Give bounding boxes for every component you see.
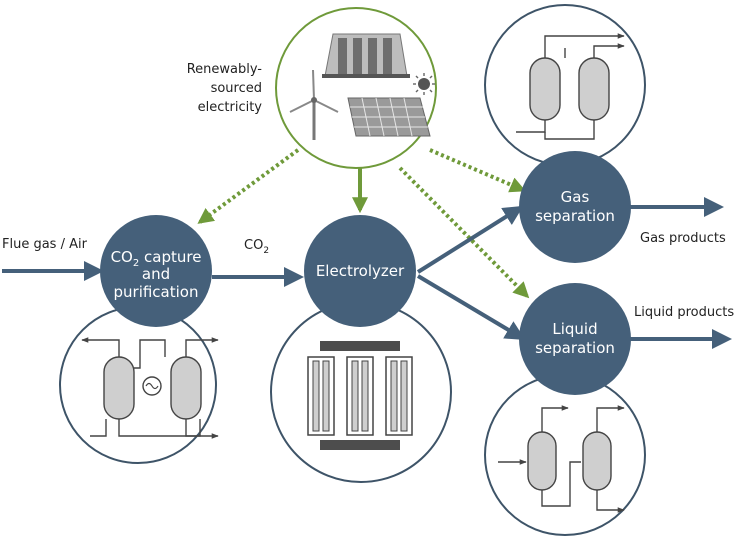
flue-gas-label: Flue gas / Air: [2, 237, 88, 252]
electrolyzer-node: [304, 215, 416, 327]
renewable-supply-arrows: [197, 148, 530, 299]
gas-detail-circle: [484, 4, 646, 166]
heat-exchanger-icon: [142, 376, 162, 396]
renewable-label-line2: sourced: [211, 81, 262, 96]
solar-panel-icon: [347, 97, 431, 137]
co2-capture-node: [100, 215, 212, 327]
gas-products-label: Gas products: [640, 231, 726, 246]
capture-label-line3: purification: [114, 283, 199, 301]
sun-icon: [413, 73, 435, 95]
liquid-separation-label-line1: Liquid: [552, 320, 597, 338]
wind-turbine-icon: [289, 69, 339, 140]
gas-separation-node: [519, 151, 631, 263]
capture-label-line1: CO2 capture: [111, 248, 202, 269]
electrolyzer-stack-icon: [307, 341, 413, 450]
hydroelectric-dam-icon: [322, 33, 410, 78]
liquid-separation-node: [519, 283, 631, 395]
capture-label-line2: and: [142, 265, 170, 283]
renewable-label-line3: electricity: [198, 100, 263, 115]
gas-separation-label-line1: Gas: [561, 188, 590, 206]
liquid-detail-circle: [484, 374, 646, 536]
gas-separation-label-line2: separation: [535, 207, 615, 225]
renewable-circle: [275, 7, 437, 169]
absorber-column-icon: [81, 337, 219, 439]
separation-column-icon: [498, 405, 625, 513]
renewable-label-line1: Renewably-: [187, 62, 263, 77]
liquid-separation-label-line2: separation: [535, 339, 615, 357]
electrolyzer-label: Electrolyzer: [316, 262, 405, 280]
co2-flow-label: CO2: [244, 238, 269, 256]
process-flow-arrows: [2, 197, 732, 349]
separation-column-icon: [516, 33, 625, 140]
liquid-products-label: Liquid products: [634, 305, 734, 320]
